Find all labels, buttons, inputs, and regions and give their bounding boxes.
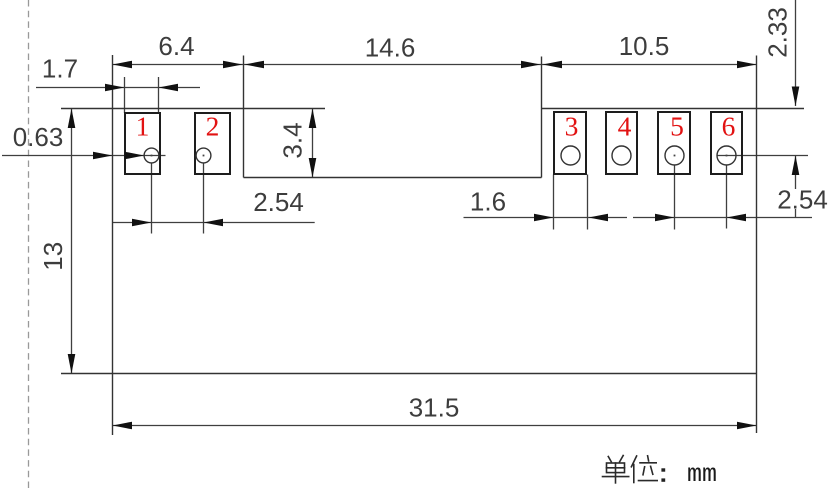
svg-text:6: 6 [722, 110, 736, 141]
svg-text:mm: mm [687, 460, 717, 489]
svg-text:5: 5 [670, 110, 684, 141]
svg-text:4: 4 [618, 110, 632, 141]
svg-text:10.5: 10.5 [619, 31, 670, 61]
svg-text:2.33: 2.33 [763, 7, 793, 58]
svg-text:6.4: 6.4 [158, 31, 194, 61]
svg-text:2.54: 2.54 [253, 187, 304, 217]
svg-text:1.7: 1.7 [42, 54, 78, 84]
svg-text:3: 3 [565, 110, 579, 141]
svg-text:3.4: 3.4 [278, 122, 308, 158]
svg-text:1.6: 1.6 [470, 187, 506, 217]
svg-text:1: 1 [136, 111, 150, 142]
svg-text:2.54: 2.54 [777, 185, 828, 215]
svg-text:13: 13 [38, 242, 68, 271]
svg-text:14.6: 14.6 [365, 33, 416, 63]
svg-text:2: 2 [206, 111, 220, 142]
svg-text:31.5: 31.5 [409, 393, 460, 423]
svg-text:0.63: 0.63 [13, 122, 64, 152]
